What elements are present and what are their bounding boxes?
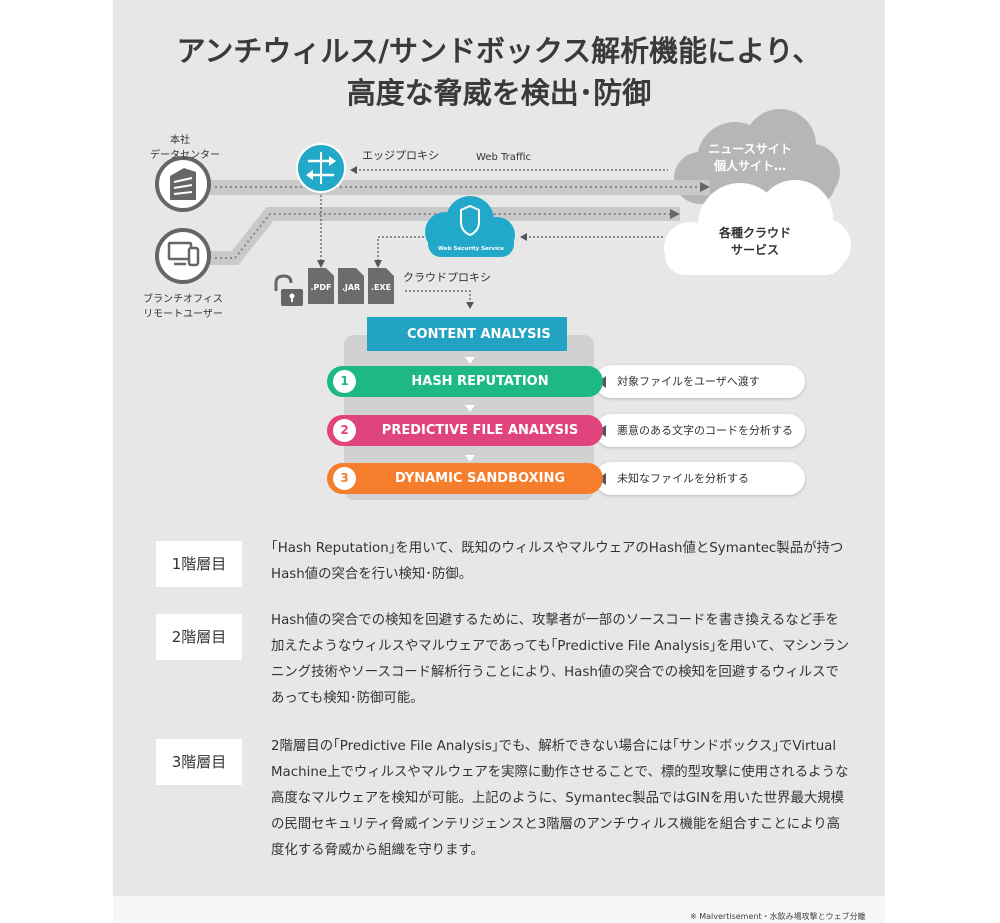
layer-3-number: 3 bbox=[333, 467, 356, 490]
layer-dynamic-sandboxing: 3 DYNAMIC SANDBOXING bbox=[327, 463, 603, 494]
footnote: ※ Malvertisement・水飲み場攻撃とウェブ分離 bbox=[690, 912, 866, 921]
branch-label-line1: ブランチオフィス bbox=[143, 294, 223, 305]
branch-label-line2: リモートユーザー bbox=[143, 309, 223, 320]
news-cloud-line2: 個人サイト… bbox=[713, 159, 786, 173]
tier-3-text: 2階層目の｢Predictive File Analysis｣でも、解析できない… bbox=[271, 739, 849, 858]
layer-1-note-text: 対象ファイルをユーザへ渡す bbox=[617, 375, 760, 388]
file-type-pdf: .PDF bbox=[310, 283, 332, 292]
layer-2-note: 悪意のある文字のコードを分析する bbox=[595, 414, 805, 447]
layer-3-note-text: 未知なファイルを分析する bbox=[617, 472, 749, 485]
layer-1-note: 対象ファイルをユーザへ渡す bbox=[595, 365, 805, 398]
wss-label: Web Security Service bbox=[438, 246, 504, 252]
hq-label-line2: データセンター bbox=[150, 150, 220, 161]
tier-1-text: ｢Hash Reputation｣を用いて、既知のウィルスやマルウェアのHash… bbox=[271, 541, 844, 582]
layer-1-name: HASH REPUTATION bbox=[411, 374, 549, 389]
layer-2-name: PREDICTIVE FILE ANALYSIS bbox=[381, 423, 579, 438]
tier-3-label: 3階層目 bbox=[156, 739, 242, 785]
bottom-band bbox=[113, 896, 885, 923]
layer-2-note-text: 悪意のある文字のコードを分析する bbox=[617, 424, 793, 437]
tier-2-label: 2階層目 bbox=[156, 614, 242, 660]
layer-predictive-file-analysis: 2 PREDICTIVE FILE ANALYSIS bbox=[327, 415, 603, 446]
padlock-icon bbox=[274, 274, 303, 306]
news-cloud-line1: ニュースサイト bbox=[708, 142, 792, 156]
tier-2-text: Hash値の突合での検知を回避するために、攻撃者が一部のソースコードを書き換える… bbox=[271, 613, 850, 706]
layer-3-note: 未知なファイルを分析する bbox=[595, 462, 805, 495]
cloud-services-line1: 各種クラウド bbox=[718, 226, 791, 240]
edge-proxy-icon bbox=[296, 143, 346, 193]
cloud-proxy-label: クラウドプロキシ bbox=[403, 271, 491, 284]
layer-hash-reputation: 1 HASH REPUTATION bbox=[327, 366, 603, 397]
edge-proxy-label: エッジプロキシ bbox=[362, 149, 439, 162]
cloud-services-line2: サービス bbox=[730, 243, 779, 257]
title-line-2: 高度な脅威を検出･防御 bbox=[346, 76, 652, 110]
tier-1-label: 1階層目 bbox=[156, 541, 242, 587]
content-analysis-box: CONTENT ANALYSIS bbox=[367, 317, 567, 351]
building-icon bbox=[155, 156, 211, 212]
web-traffic-label: Web Traffic bbox=[476, 152, 532, 163]
cloud-services-cloud bbox=[664, 180, 851, 275]
hq-label-line1: 本社 bbox=[170, 135, 190, 146]
layer-2-number: 2 bbox=[333, 419, 356, 442]
file-type-exe: .EXE bbox=[370, 283, 392, 292]
layer-3-name: DYNAMIC SANDBOXING bbox=[394, 471, 566, 486]
layer-1-number: 1 bbox=[333, 370, 356, 393]
web-security-service-cloud bbox=[425, 196, 515, 257]
devices-icon bbox=[155, 228, 211, 284]
file-type-jar: .JAR bbox=[341, 283, 361, 292]
title-line-1: アンチウィルス/サンドボックス解析機能により、 bbox=[176, 34, 822, 68]
content-analysis-label: CONTENT ANALYSIS bbox=[407, 326, 551, 342]
file-icons bbox=[308, 268, 394, 304]
